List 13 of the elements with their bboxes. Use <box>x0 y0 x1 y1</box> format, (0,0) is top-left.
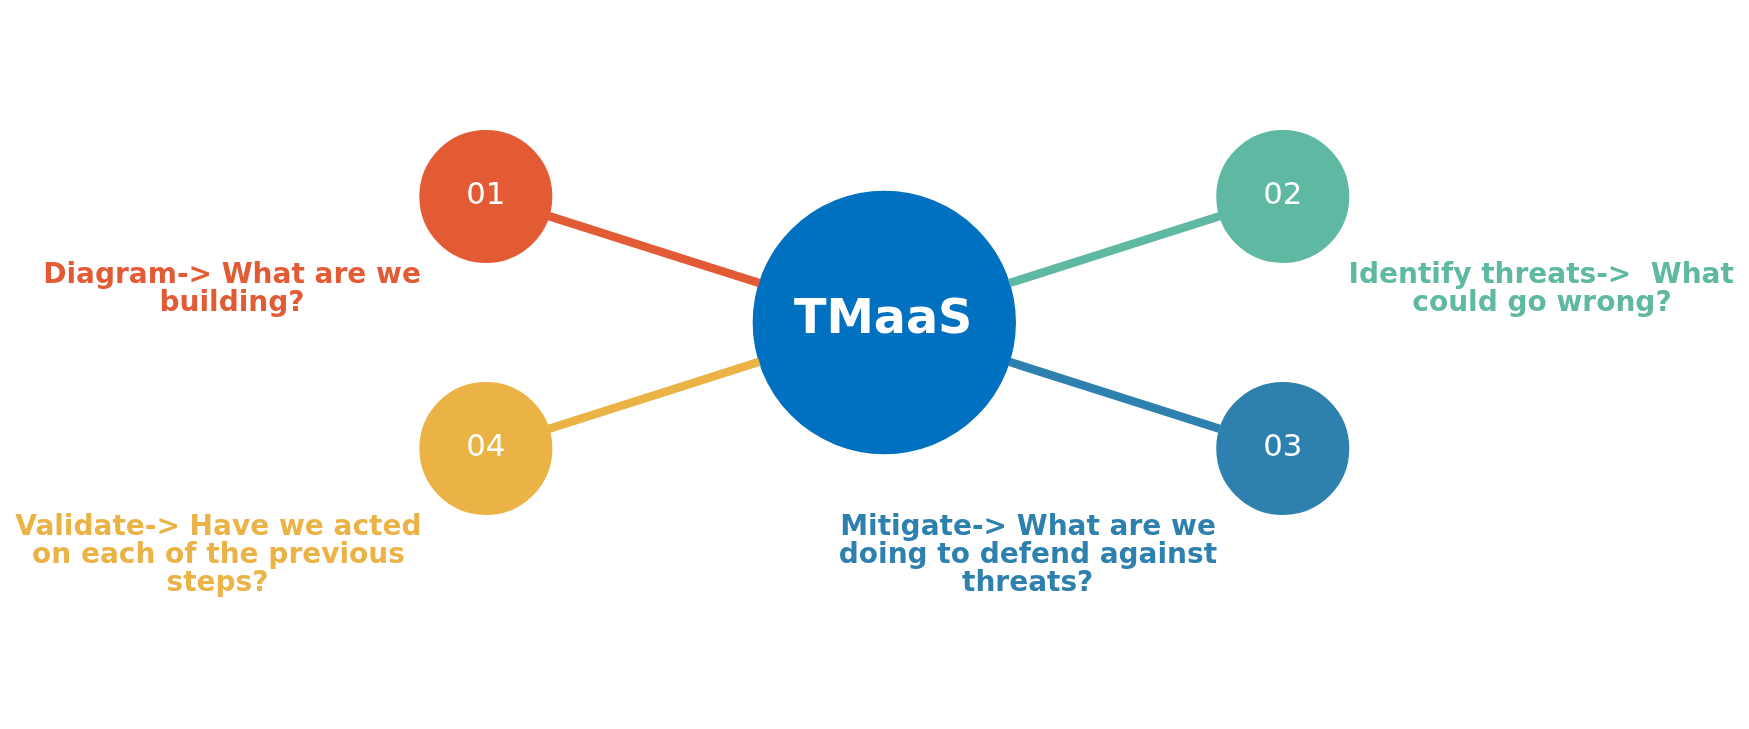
connector <box>1007 357 1221 433</box>
node-label: Validate-> Have we acted on each of the previous steps? <box>15 509 422 599</box>
node-label: Identify threats-> What could go wrong? <box>1348 257 1734 319</box>
node-circle: 03 <box>1216 382 1350 516</box>
node-circle: 04 <box>419 382 553 516</box>
node-circle: 02 <box>1216 129 1350 263</box>
connector <box>547 357 761 433</box>
node-label: Mitigate-> What are we doing to defend against threats? <box>838 509 1218 599</box>
node-circle: TMaaS <box>752 190 1016 455</box>
connector <box>1008 212 1221 288</box>
node-label: Diagram-> What are we building? <box>43 257 421 319</box>
connector <box>547 212 761 288</box>
node-circle: 01 <box>419 129 553 263</box>
